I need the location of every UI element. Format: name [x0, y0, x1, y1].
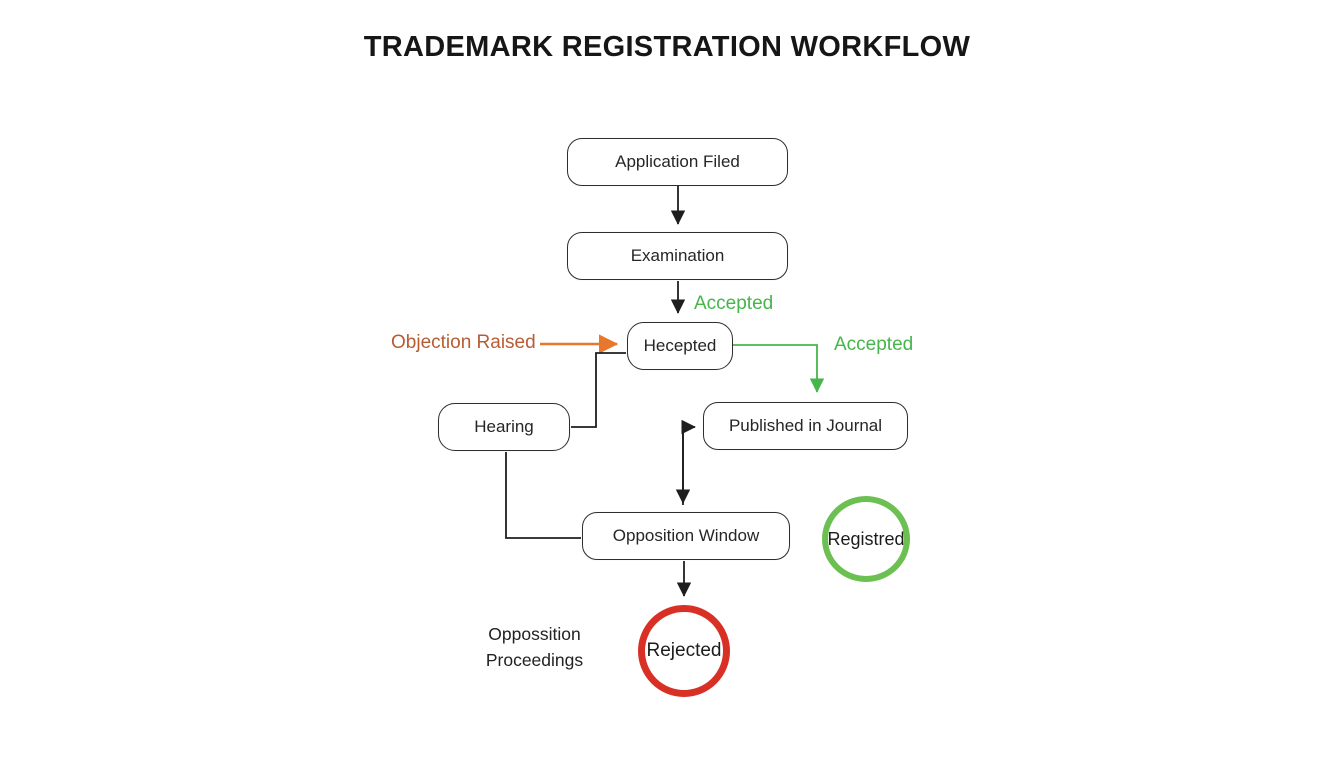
node-examination-label: Examination: [630, 246, 725, 265]
node-registered-circle: Registred: [822, 496, 910, 582]
node-hecepted: Hecepted: [627, 322, 733, 370]
node-hecepted-label: Hecepted: [643, 336, 717, 355]
node-opposition-window: Opposition Window: [582, 512, 790, 560]
diagram-title: TRADEMARK REGISTRATION WORKFLOW: [363, 31, 971, 63]
node-opposition-window-label: Opposition Window: [612, 526, 760, 545]
edge-label-accepted-top: Accepted: [694, 293, 774, 314]
node-rejected-label: Rejected: [646, 640, 722, 661]
note-opposition-proceedings: Oppossition Proceedings: [462, 621, 607, 673]
node-published-in-journal: Published in Journal: [703, 402, 908, 450]
node-examination: Examination: [567, 232, 788, 280]
arrow-hecepted-to-published: [733, 344, 825, 393]
node-rejected-circle: Rejected: [638, 605, 730, 697]
node-published-in-journal-label: Published in Journal: [728, 416, 883, 435]
edge-label-accepted-right: Accepted: [834, 334, 914, 355]
note-opposition-proceedings-line1: Oppossition: [488, 624, 581, 644]
node-application-filed: Application Filed: [567, 138, 788, 186]
arrow-elbow-to-published: [681, 419, 696, 505]
note-opposition-proceedings-line2: Proceedings: [485, 650, 584, 670]
line-hecepted-to-hearing: [571, 352, 626, 428]
node-hearing-label: Hearing: [474, 417, 534, 436]
node-registered-label: Registred: [827, 528, 905, 549]
line-hearing-to-opposition-window: [505, 452, 581, 539]
edge-label-objection-raised: Objection Raised: [391, 332, 536, 353]
node-hearing: Hearing: [438, 403, 570, 451]
node-application-filed-label: Application Filed: [615, 152, 740, 171]
